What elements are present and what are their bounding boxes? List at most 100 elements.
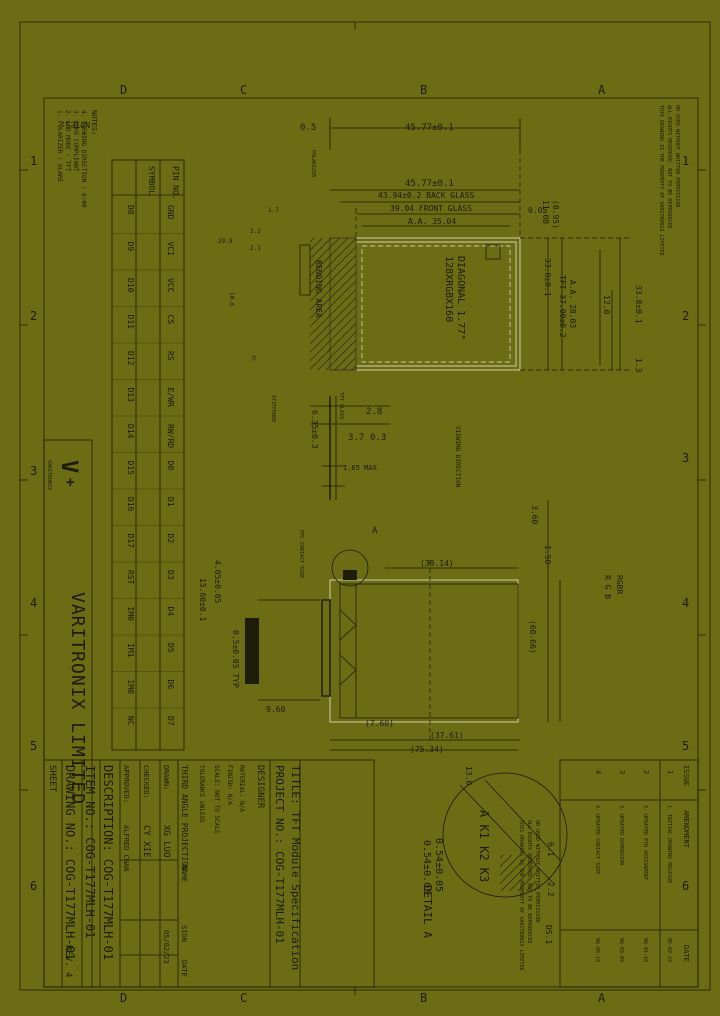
revision-text: 2. UPDATED PIN ASSIGNMENT (642, 805, 648, 880)
pin-table-symbol-cell: RS (166, 351, 175, 361)
dim-1-5: 1.50 (543, 545, 552, 564)
dim-9-6: 9.60 (266, 705, 285, 714)
dim-6-35: 6.35±0.3 (310, 410, 319, 449)
revision-block (559, 759, 699, 988)
lcd-top-view (299, 237, 521, 371)
module-inner-outline (339, 583, 519, 719)
pin-table-symbol-cell: D3 (166, 570, 175, 580)
revision-mark: 4 (594, 770, 602, 774)
ic-label: IC (250, 355, 256, 361)
module-outline (329, 579, 519, 723)
dim-12: 12.0 (602, 295, 611, 314)
border-number-left-2: 3 (30, 464, 37, 478)
pin-table-signal-cell: IM0 (126, 607, 135, 622)
border-number-right-0: 1 (682, 154, 689, 168)
dim-1-3: 1.3 (634, 358, 643, 373)
notes-heading-text: NOTES: (90, 110, 98, 135)
logo-text: VARITRONIX (46, 460, 52, 490)
name-column-header: NAME (180, 865, 188, 882)
drawn-label: DRAWN: (162, 765, 170, 790)
pin-table-symbol-cell: D0 (166, 461, 175, 471)
sign-column-header: SIGN (180, 925, 188, 942)
front-glass-outline (355, 241, 517, 367)
company-logo: V + VARITRONIX (46, 460, 81, 490)
drawn-name: XG LUO (161, 825, 171, 858)
revision-date: 06-01-16 (642, 938, 648, 962)
notes-lines: 1. POLARIZER : GLARE 2. LCD MODE : TFT 3… (56, 110, 98, 208)
revision-text: 4. UPDATED CONTACT SIDE (594, 805, 600, 874)
dim-33-8: 33.8±0.1 (543, 258, 552, 297)
project-no: PROJECT NO.: COG-T177MLH-01 (273, 765, 286, 944)
approved-label: APPROVED: (122, 765, 130, 803)
border-number-left-3: 4 (30, 596, 37, 610)
dim-aa-28: A.A. 28.03 (568, 280, 577, 328)
glass-note: TFT GLASS (338, 392, 344, 419)
revision-date-header: DATE (682, 945, 690, 962)
dim-0-54b: 0.54±0.05 (421, 840, 432, 894)
dim-75-34: (75.34) (410, 745, 444, 754)
pin-table-header-symbol: SYMBOL (147, 166, 156, 195)
rgbr-label: RGBR (615, 575, 624, 594)
revision-date: 06-06-15 (594, 938, 600, 962)
top-right-remarks: THIS DRAWING IS THE PROPERTY OF VARITRON… (658, 105, 680, 256)
border-frame (19, 21, 711, 991)
company-name: VARITRONIX LIMITED (67, 592, 88, 805)
notes-block: NOTES: (61, 120, 90, 129)
top-remark-2: OR USED WITHOUT WRITTEN PERMISSION (674, 105, 680, 207)
dim-0-05: 0.05 (528, 206, 547, 215)
fpc-pads-icon (245, 618, 259, 684)
pin-table-signal-cell: D12 (126, 351, 135, 366)
border-number-right-3: 4 (682, 596, 689, 610)
revision-mark: 1 (666, 770, 674, 774)
date-column-header: DATE (180, 960, 188, 977)
border-letter-top-1: C (240, 83, 247, 97)
dim-2-2: 2.2 (546, 882, 555, 897)
dim-aa-35: A.A. 35.04 (408, 217, 456, 226)
approved-name: ALFRED CHAN (122, 825, 130, 871)
fpc-hatch (310, 238, 356, 370)
polarizer-note: POLARIZER (310, 150, 316, 178)
pin-table-signal-cell: D17 (126, 534, 135, 549)
dim-2-1: 2.1 (250, 245, 261, 252)
logo-plus-icon: + (62, 478, 78, 486)
finish-label: FINISH: N/A (226, 765, 233, 805)
dim-29-9: 29.9 (218, 238, 233, 245)
dim-0-54: 0.54±0.05 (433, 838, 444, 892)
title-text: TITLE: TFT Module Specification (289, 765, 302, 970)
detail-a-circle (331, 549, 369, 587)
pin-table-symbol-cell: GND (166, 205, 175, 220)
pin-table-symbol-cell: RW/RD (166, 424, 175, 448)
scale-label: SCALE: NOT TO SCALE (213, 765, 220, 834)
pin-table-symbol-cell: D7 (166, 716, 175, 726)
top-remark-1: ALL RIGHTS RESERVED. NOT TO BE REPRODUCE… (666, 105, 672, 228)
dim-45-77b: 45.77±0.1 (405, 179, 454, 189)
drawn-date: 05/02/23 (162, 930, 170, 964)
fpc-tab (299, 244, 311, 296)
ds1-label: DS.1 (544, 925, 553, 944)
pin-table-symbol-cell: E/WR (166, 388, 175, 407)
dim-3-2: 3.2 (250, 228, 261, 235)
note-line-3: 4. VIEWING DIRECTION : 6:00 (80, 110, 87, 208)
pin1-marker-icon (485, 244, 501, 260)
pin-table-signal-cell: D9 (126, 242, 135, 252)
border-letter-top-0: D (120, 83, 127, 97)
border-number-right-1: 2 (682, 309, 689, 323)
pin-table-symbol-cell: D5 (166, 643, 175, 653)
pin-table-signal-cell: D15 (126, 461, 135, 476)
revision-text: 3. UPDATED DIMENSION (618, 805, 624, 865)
dim-33-8b: 33.8±0.1 (634, 285, 643, 324)
border-number-left-0: 1 (30, 154, 37, 168)
note-line-1: 2. LCD MODE : TFT (64, 110, 71, 172)
pin-table-signal-cell: D11 (126, 315, 135, 330)
pin-table (111, 159, 185, 751)
revision-text: 1. INITIAL DRAWING RELEASE (666, 805, 672, 883)
pin-table-header-pin: PIN NO. (171, 166, 180, 200)
checked-label: CHECKED: (142, 765, 150, 799)
third-angle-label: THIRD ANGLE PROJECTION (180, 765, 189, 871)
bending-area-label: BENDING AREA (314, 260, 323, 318)
logo-v-icon: V (56, 460, 81, 473)
revision-mark: 3 (618, 770, 626, 774)
pin-table-signal-cell: RST (126, 570, 135, 585)
pin-table-symbol-cell: CS (166, 315, 175, 325)
